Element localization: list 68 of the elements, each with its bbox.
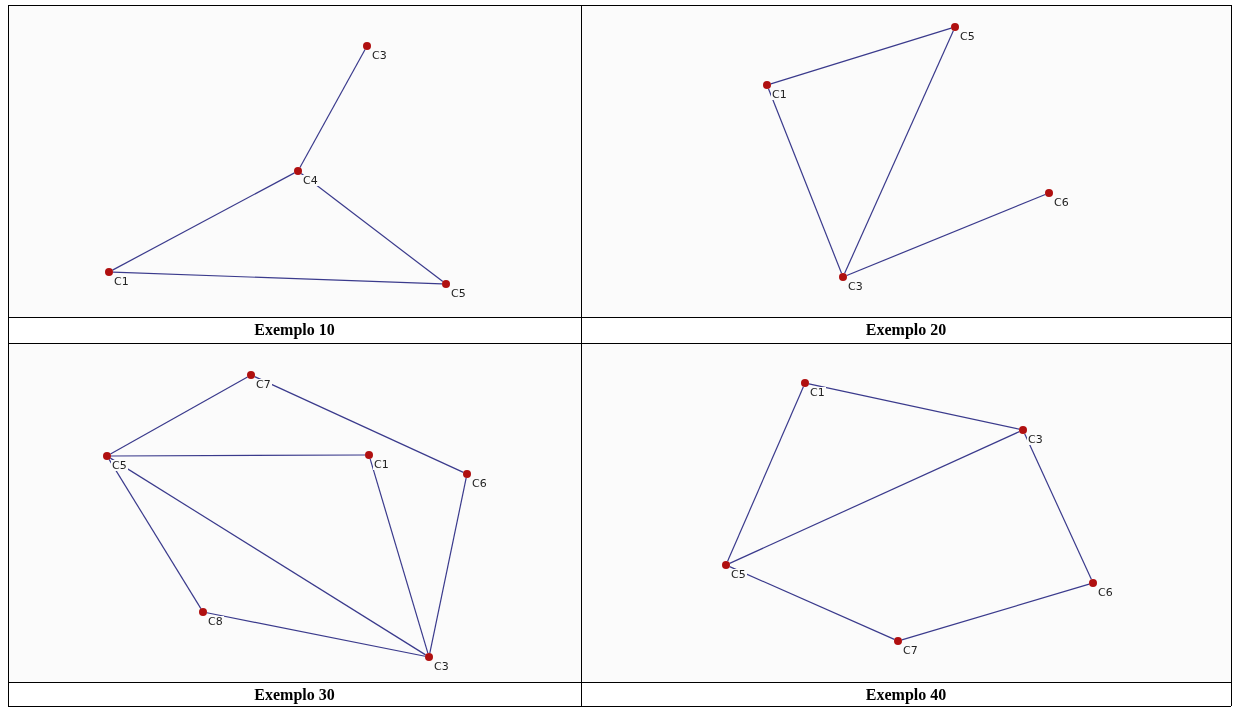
graph-edge — [109, 457, 427, 656]
vertex-label: C3 — [847, 281, 864, 292]
graph-edge — [300, 172, 444, 283]
caption: Exemplo 40 — [865, 687, 947, 703]
graph-edge — [112, 271, 443, 285]
graph-edge — [1024, 433, 1092, 580]
graph-vertex-dot — [894, 637, 902, 645]
graph-edge — [844, 30, 954, 274]
graph-vertex-dot — [363, 42, 371, 50]
graph-edge — [110, 454, 366, 457]
vertex-label: C1 — [771, 89, 788, 100]
graph-vertex-dot — [365, 451, 373, 459]
graph-vertex-dot — [199, 608, 207, 616]
graph-edge — [727, 386, 804, 562]
caption: Exemplo 20 — [865, 322, 947, 338]
graph-edge — [767, 88, 843, 274]
graph-edge — [254, 376, 464, 473]
vertex-label: C5 — [111, 460, 128, 471]
graph-vertex-dot — [722, 561, 730, 569]
graph-edge — [729, 566, 895, 640]
graph-vertex-dot — [247, 371, 255, 379]
vertex-label: C4 — [302, 175, 319, 186]
graph-panel — [9, 6, 581, 317]
graph-vertex-dot — [425, 653, 433, 661]
vertex-label: C7 — [902, 645, 919, 656]
vertex-label: C5 — [959, 31, 976, 42]
graph-edge — [901, 583, 1090, 641]
graph-vertex-dot — [1089, 579, 1097, 587]
vertex-label: C3 — [1027, 434, 1044, 445]
graph-edge — [808, 383, 1020, 430]
vertex-label: C1 — [373, 459, 390, 470]
graph-vertex-dot — [294, 167, 302, 175]
graph-vertex-dot — [463, 470, 471, 478]
vertex-label: C6 — [471, 478, 488, 489]
graph-edge — [206, 612, 426, 657]
graph-panel — [9, 344, 581, 682]
graph-edge — [429, 477, 467, 654]
graph-panel — [582, 344, 1231, 682]
vertex-label: C6 — [1097, 587, 1114, 598]
graph-vertex-dot — [801, 379, 809, 387]
graph-vertex-dot — [1045, 189, 1053, 197]
graph-edge — [770, 27, 952, 85]
graph-edge — [729, 431, 1020, 564]
graph-vertex-dot — [763, 81, 771, 89]
graph-vertex-dot — [1019, 426, 1027, 434]
graph-vertex-dot — [951, 23, 959, 31]
graph-edge — [299, 48, 366, 169]
graph-vertex-dot — [105, 268, 113, 276]
vertex-label: C3 — [433, 661, 450, 672]
graph-edge — [109, 376, 249, 455]
graph-vertex-dot — [839, 273, 847, 281]
vertex-label: C6 — [1053, 197, 1070, 208]
vertex-label: C5 — [730, 569, 747, 580]
vertex-label: C1 — [113, 276, 130, 287]
vertex-label: C7 — [255, 379, 272, 390]
graph-edge — [108, 458, 202, 610]
graph-edge — [111, 172, 296, 271]
vertex-label: C5 — [450, 288, 467, 299]
vertex-label: C8 — [207, 616, 224, 627]
vertex-label: C1 — [809, 387, 826, 398]
graph-vertex-dot — [103, 452, 111, 460]
caption: Exemplo 10 — [254, 322, 335, 338]
graph-edge — [369, 458, 429, 654]
graph-edge — [846, 193, 1046, 277]
vertex-label: C3 — [371, 50, 388, 61]
caption: Exemplo 30 — [254, 687, 335, 703]
graph-vertex-dot — [442, 280, 450, 288]
graph-panel — [582, 6, 1231, 317]
